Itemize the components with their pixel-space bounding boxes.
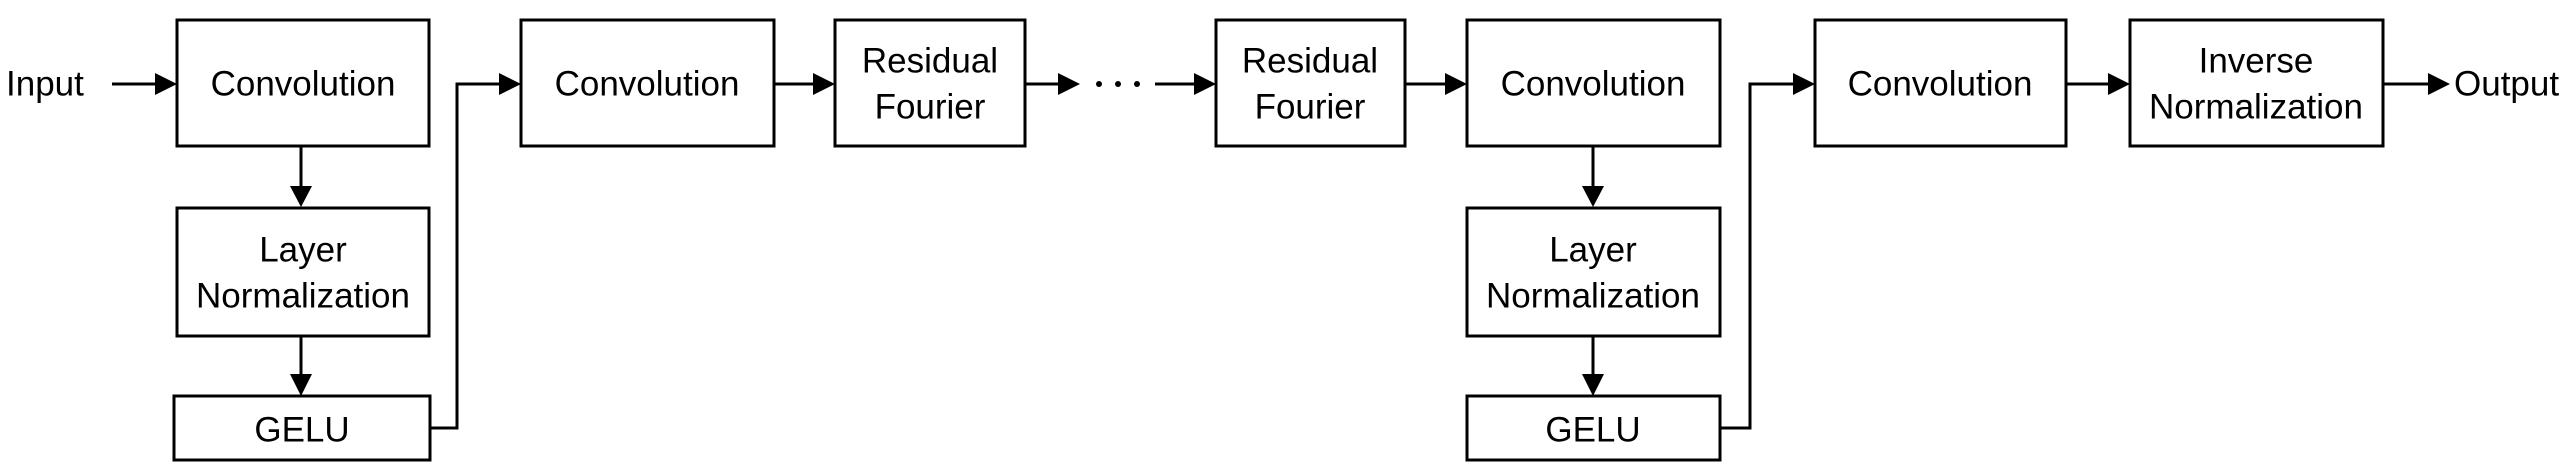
arrowhead-conv3-norm2: [1582, 186, 1604, 207]
node-conv2: Convolution: [519, 18, 776, 148]
arrowhead-norm2-gelu2: [1582, 374, 1604, 396]
continuation-dot-2: [1115, 81, 1121, 87]
arrowhead-conv1-norm1: [290, 186, 312, 207]
node-conv1-box: [175, 18, 431, 148]
node-norm1-label-line2: Normalization: [196, 277, 410, 316]
node-norm1: Layer Normalization: [175, 206, 431, 338]
node-res1-label-line2: Fourier: [875, 88, 986, 127]
continuation-dot-1: [1096, 81, 1102, 87]
node-gelu1-label: GELU: [254, 411, 349, 450]
arrowhead-norm1-gelu1: [290, 374, 312, 396]
node-norm2-label-line1: Layer: [1549, 231, 1637, 270]
node-conv3-box: [1465, 18, 1722, 148]
node-conv4-box: [1813, 18, 2068, 148]
arrowhead-gelu1-conv2: [499, 73, 521, 95]
node-norm2-box: [1465, 206, 1722, 338]
arrowhead-conv2-res1: [813, 73, 835, 95]
arrowhead-continuation-res2: [1194, 73, 1216, 95]
node-conv1: Convolution: [175, 18, 431, 148]
arrowhead-res2-conv3: [1445, 73, 1467, 95]
node-conv4: Convolution: [1813, 18, 2068, 148]
node-res1: Residual Fourier: [833, 18, 1027, 148]
node-res2-label-line1: Residual: [1242, 42, 1378, 81]
node-res1-box: [833, 18, 1027, 148]
arrowhead-res1-continuation: [1058, 73, 1080, 95]
node-conv1-label: Convolution: [211, 65, 396, 104]
node-norm1-label-line1: Layer: [259, 231, 347, 270]
node-res1-label-line1: Residual: [862, 42, 998, 81]
node-invnorm-box: [2128, 18, 2385, 148]
node-gelu2: GELU: [1465, 394, 1722, 462]
node-conv2-label: Convolution: [555, 65, 740, 104]
edge-gelu1-conv2: [430, 82, 501, 430]
node-norm2-label-line2: Normalization: [1486, 277, 1700, 316]
node-invnorm: Inverse Normalization: [2128, 18, 2385, 148]
node-gelu2-box: [1465, 394, 1722, 462]
continuation-dots: [1096, 81, 1140, 87]
diagram-edges: [112, 73, 2450, 430]
node-conv3-label: Convolution: [1501, 65, 1686, 104]
arrowhead-invnorm-output: [2428, 73, 2450, 95]
arrowhead-gelu2-conv4: [1793, 73, 1815, 95]
arrowhead-input-conv1: [155, 73, 177, 95]
node-res2-box: [1214, 18, 1407, 148]
node-gelu1: GELU: [172, 394, 432, 462]
input-label: Input: [6, 65, 84, 104]
node-norm1-box: [175, 206, 431, 338]
node-res2: Residual Fourier: [1214, 18, 1407, 148]
edge-gelu2-conv4: [1720, 82, 1795, 430]
continuation-dot-3: [1134, 81, 1140, 87]
arrowhead-conv4-invnorm: [2108, 73, 2130, 95]
node-conv3: Convolution: [1465, 18, 1722, 148]
node-gelu1-box: [172, 394, 432, 462]
node-conv4-label: Convolution: [1848, 65, 2033, 104]
node-res2-label-line2: Fourier: [1255, 88, 1366, 127]
node-norm2: Layer Normalization: [1465, 206, 1722, 338]
output-label: Output: [2454, 65, 2559, 104]
node-invnorm-label-line2: Normalization: [2149, 88, 2363, 127]
node-invnorm-label-line1: Inverse: [2199, 42, 2314, 81]
node-gelu2-label: GELU: [1545, 411, 1640, 450]
node-conv2-box: [519, 18, 776, 148]
